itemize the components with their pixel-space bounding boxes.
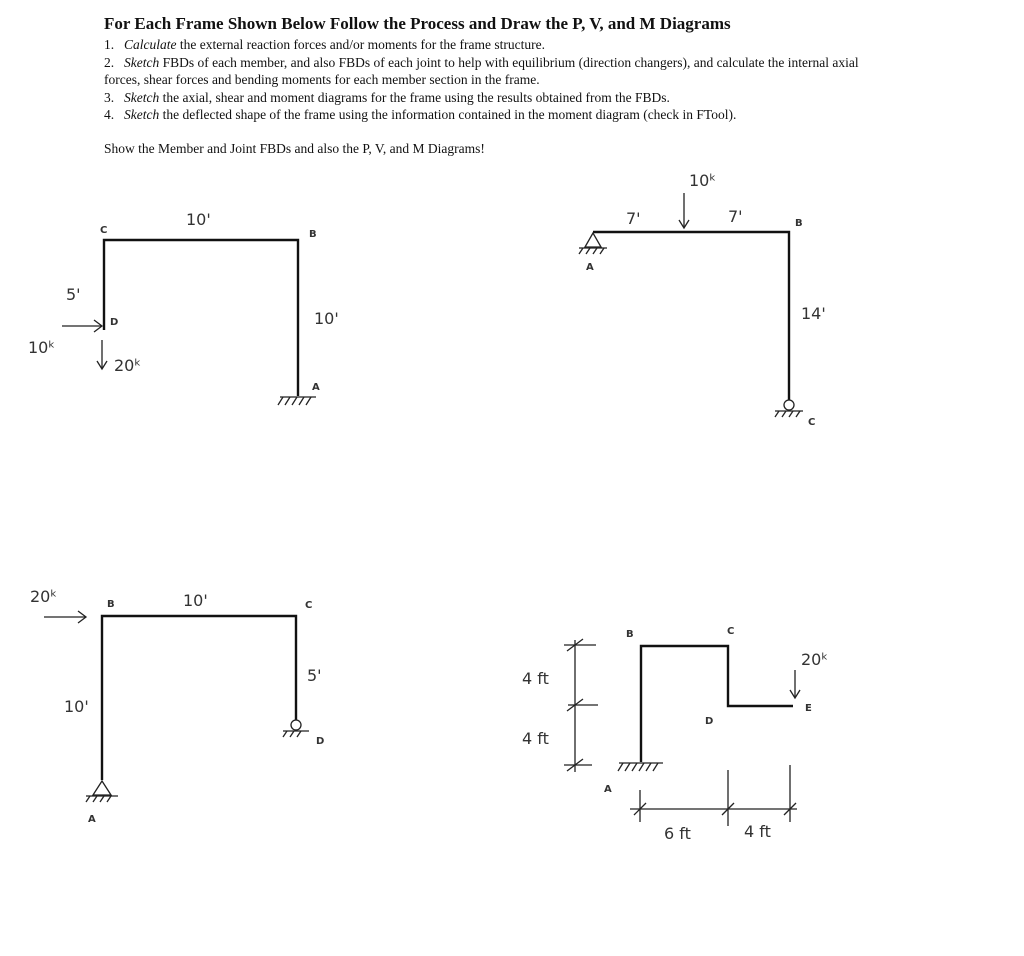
frame1-joint-b: B bbox=[309, 229, 317, 240]
step-1: 1.Calculate the external reaction forces… bbox=[104, 37, 545, 52]
frame2-joint-b: B bbox=[795, 218, 803, 229]
frame1-fixed-support-a bbox=[277, 396, 316, 406]
page-title: For Each Frame Shown Below Follow the Pr… bbox=[104, 14, 731, 33]
frame3-roller-support-d bbox=[282, 719, 309, 738]
frame1-vertical-load-arrow bbox=[96, 340, 108, 371]
frame4-vertical-load-arrow bbox=[789, 670, 801, 700]
frame3-joint-b: B bbox=[107, 599, 115, 610]
frame3-horizontal-load-arrow bbox=[44, 610, 88, 624]
frame4-dim-lower: 4 ft bbox=[522, 729, 549, 748]
frame-4: B C D E A 4 ft 4 ft 6 ft 4 ft 20ᵏ bbox=[522, 626, 828, 843]
frame3-joint-d: D bbox=[316, 736, 324, 747]
frame2-dim-right: 7' bbox=[728, 207, 743, 226]
frame2-joint-c: C bbox=[808, 417, 815, 428]
frame2-dim-left: 7' bbox=[626, 209, 641, 228]
frame-1: C B D A 10' 10' 5' 10ᵏ 20ᵏ bbox=[28, 210, 339, 406]
instruction-list: 1.Calculate the external reaction forces… bbox=[104, 36, 894, 124]
instruction-note: Show the Member and Joint FBDs and also … bbox=[104, 141, 485, 156]
frame1-joint-d: D bbox=[110, 317, 118, 328]
frame3-dim-right: 5' bbox=[307, 666, 322, 685]
frame4-dim-span1: 6 ft bbox=[664, 824, 691, 843]
frame2-members bbox=[593, 230, 791, 400]
frame4-members bbox=[639, 644, 793, 762]
frame-2: A B C 7' 7' 14' 10ᵏ bbox=[578, 171, 826, 428]
frame1-joint-c: C bbox=[100, 225, 107, 236]
frame1-dim-left: 5' bbox=[66, 285, 81, 304]
step-3: 3.Sketch the axial, shear and moment dia… bbox=[104, 89, 670, 105]
frame2-joint-a: A bbox=[586, 262, 594, 273]
frame3-pin-support-a bbox=[85, 779, 118, 803]
frame1-members bbox=[102, 238, 300, 396]
frame1-dim-top: 10' bbox=[186, 210, 211, 229]
frame3-load-horizontal: 20ᵏ bbox=[30, 587, 57, 606]
frame2-roller-support-c bbox=[774, 399, 803, 418]
frame4-joint-c: C bbox=[727, 626, 734, 637]
frame3-joint-a: A bbox=[88, 814, 96, 825]
frame3-dim-left: 10' bbox=[64, 697, 89, 716]
frame3-joint-c: C bbox=[305, 600, 312, 611]
frame1-joint-a: A bbox=[312, 382, 320, 393]
frame2-pin-support-a bbox=[578, 231, 607, 255]
frame4-horizontal-dimension bbox=[630, 765, 797, 826]
step-4: 4.Sketch the deflected shape of the fram… bbox=[104, 107, 737, 122]
frame2-vertical-load-arrow bbox=[678, 193, 690, 230]
frame4-vertical-dimension bbox=[564, 638, 598, 772]
frame4-joint-a: A bbox=[604, 784, 612, 795]
frame4-dim-upper: 4 ft bbox=[522, 669, 549, 688]
frame4-dim-span2: 4 ft bbox=[744, 822, 771, 841]
frame2-load-vertical: 10ᵏ bbox=[689, 171, 716, 190]
frame4-fixed-support-a bbox=[617, 762, 663, 772]
frame4-joint-b: B bbox=[626, 629, 634, 640]
frame3-members bbox=[100, 614, 298, 780]
frame3-dim-top: 10' bbox=[183, 591, 208, 610]
step-2: 2.Sketch FBDs of each member, and also F… bbox=[104, 54, 859, 88]
frame4-joint-e: E bbox=[805, 703, 812, 714]
frame4-joint-d: D bbox=[705, 716, 713, 727]
frame1-dim-right: 10' bbox=[314, 309, 339, 328]
frame4-load-vertical: 20ᵏ bbox=[801, 650, 828, 669]
frame1-horizontal-load-arrow bbox=[62, 319, 104, 333]
frame1-load-vertical: 20ᵏ bbox=[114, 356, 141, 375]
frame2-dim-height: 14' bbox=[801, 304, 826, 323]
frame1-load-horizontal: 10ᵏ bbox=[28, 338, 55, 357]
frame-3: B C D A 10' 10' 5' 20ᵏ bbox=[30, 587, 324, 825]
